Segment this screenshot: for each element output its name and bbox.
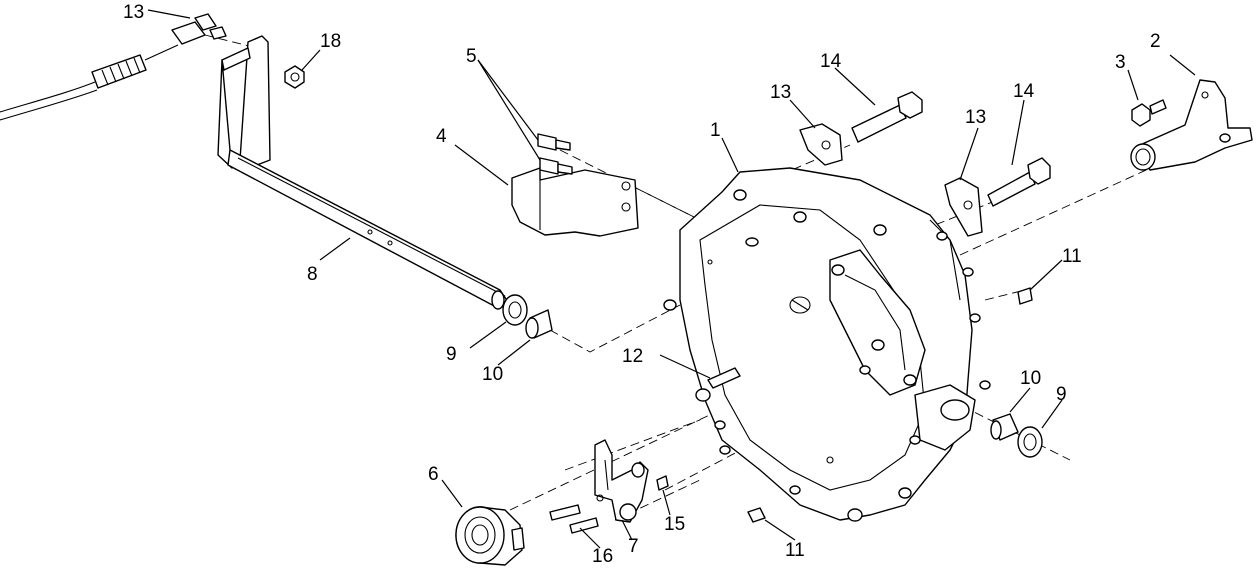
bearing-9-right	[1017, 426, 1043, 458]
callout-14-upper: 14	[820, 51, 842, 72]
bolt-14-upper	[851, 91, 923, 143]
plate-13-lower	[944, 177, 983, 237]
shift-shaft-8	[217, 35, 511, 310]
callout-9-left: 9	[446, 344, 457, 365]
bolt-3	[1131, 99, 1167, 127]
pins-16	[549, 504, 599, 534]
callout-13-lower: 13	[965, 107, 986, 128]
callout-13-upper: 13	[770, 82, 791, 103]
callout-9-right: 9	[1056, 384, 1067, 405]
sleeve-2	[1130, 79, 1253, 171]
nut-18	[284, 65, 305, 89]
callout-12: 12	[622, 346, 643, 367]
bushing-10-right	[990, 413, 1019, 441]
fork-7	[594, 439, 649, 523]
callout-10-right: 10	[1020, 368, 1041, 389]
callout-16: 16	[592, 546, 613, 567]
callout-3: 3	[1115, 52, 1126, 73]
callout-leaders	[147, 9, 1196, 549]
bushing-10-left	[525, 309, 553, 339]
callout-8: 8	[307, 264, 318, 285]
callout-6: 6	[428, 464, 439, 485]
callout-5: 5	[466, 46, 477, 67]
throttle-cable	[0, 13, 227, 121]
callout-11-upper: 11	[1062, 246, 1082, 267]
callout-10-left: 10	[482, 364, 503, 385]
callout-18: 18	[320, 31, 341, 52]
callout-4: 4	[436, 126, 447, 147]
callout-14-lower: 14	[1013, 81, 1035, 102]
callout-1: 1	[710, 120, 721, 141]
callout-labels: 13 18 5 4 1 14 13 14 13 2 3 8 9 10 11 12…	[123, 2, 1161, 567]
dowel-pin-11-upper	[1017, 287, 1033, 305]
callout-7: 7	[628, 536, 639, 557]
callout-2: 2	[1150, 31, 1161, 52]
dowel-pin-11-lower	[747, 507, 766, 523]
bolt-14-lower	[987, 157, 1051, 207]
callout-11-lower: 11	[785, 540, 805, 561]
housing-1	[663, 167, 991, 522]
pin-15	[656, 475, 669, 491]
plate-13-upper	[799, 123, 843, 166]
callout-17: 13	[123, 2, 144, 23]
callout-15: 15	[664, 514, 685, 535]
stud-12	[707, 367, 741, 389]
bearing-9-left	[502, 294, 528, 326]
bracket-4	[511, 133, 639, 237]
release-bearing-6	[455, 506, 525, 566]
